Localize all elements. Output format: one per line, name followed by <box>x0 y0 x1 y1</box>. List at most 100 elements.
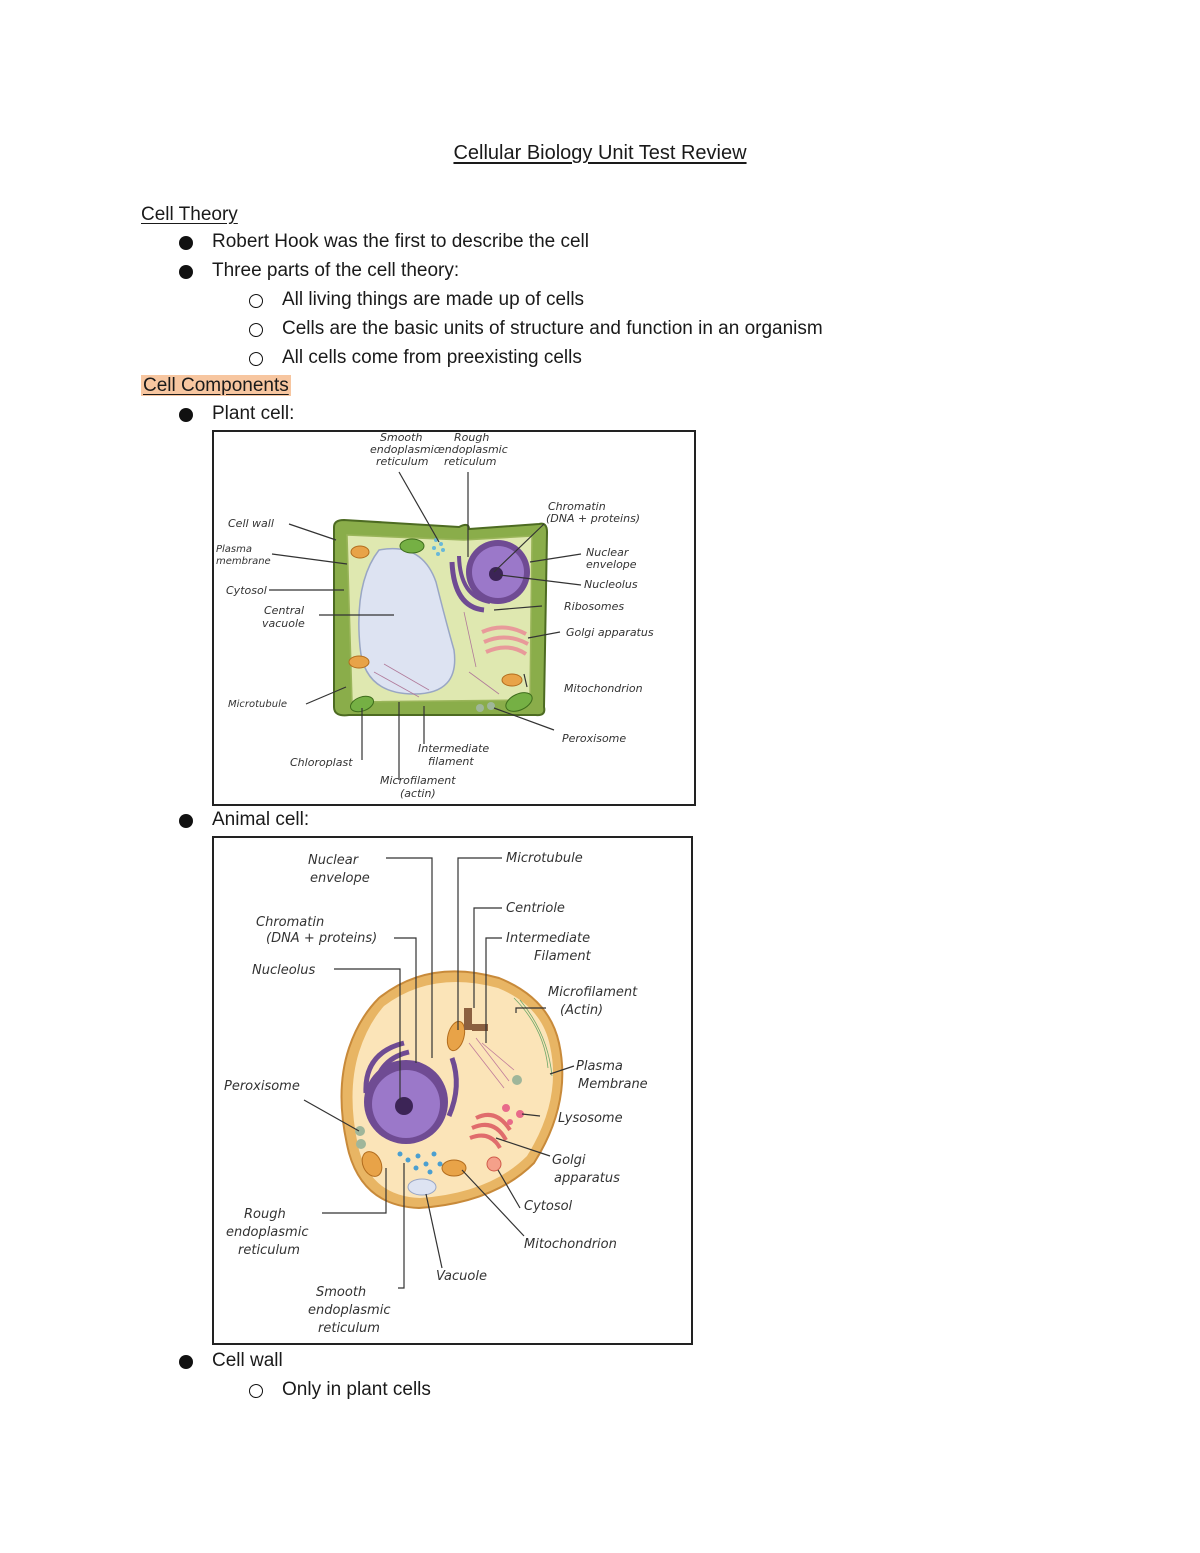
label-rough-er: Rough <box>454 432 489 444</box>
bullet-icon <box>179 1355 193 1369</box>
document-title: Cellular Biology Unit Test Review <box>453 142 747 164</box>
label-chromatin: (DNA + proteins) <box>546 512 640 525</box>
golgi-apparatus <box>481 625 529 656</box>
label-plasma-membrane: Plasma <box>216 544 252 555</box>
animal-cell-diagram: Nuclear envelope Microtubule Centriole C… <box>224 851 648 1336</box>
mitochondrion <box>348 655 370 669</box>
label-microfilament: (actin) <box>400 787 436 800</box>
lysosome <box>502 1104 510 1112</box>
list-item-text: All cells come from preexisting cells <box>282 347 582 368</box>
label-golgi: Golgi <box>552 1153 586 1168</box>
label-lysosome: Lysosome <box>558 1111 623 1126</box>
label-peroxisome: Peroxisome <box>562 732 626 745</box>
label-nucleolus: Nucleolus <box>252 963 316 978</box>
label-microtubule: Microtubule <box>228 699 287 710</box>
smooth-er-dots <box>397 1151 443 1175</box>
label-microtubule: Microtubule <box>506 851 583 866</box>
chloroplast <box>505 692 533 712</box>
label-plasma-membrane: membrane <box>216 556 271 567</box>
label-nucleolus: Nucleolus <box>584 578 638 591</box>
label-chromatin: Chromatin <box>548 500 606 513</box>
label-nuclear-envelope: Nuclear <box>308 853 360 868</box>
bullet-icon <box>179 265 193 279</box>
mitochondrion <box>446 1020 466 1052</box>
microfilaments <box>513 997 553 1077</box>
label-smooth-er: reticulum <box>376 455 428 468</box>
plant-cell-figure: Smooth endoplasmic reticulum Rough endop… <box>212 430 696 806</box>
label-rough-er: reticulum <box>444 455 496 468</box>
section-heading-cell-theory: Cell Theory <box>141 204 238 225</box>
label-centriole: Centriole <box>506 901 565 916</box>
label-vacuole: Vacuole <box>436 1269 487 1284</box>
lysosome <box>507 1119 513 1125</box>
label-microfilament: Microfilament <box>380 774 456 787</box>
list-item: Animal cell: <box>179 807 309 833</box>
label-nuclear-envelope: envelope <box>310 871 370 886</box>
list-item: Three parts of the cell theory: <box>179 258 460 284</box>
sub-list-item: Only in plant cells <box>249 1377 431 1403</box>
bullet-icon <box>179 814 193 828</box>
label-smooth-er: Smooth <box>380 432 422 444</box>
hollow-bullet-icon <box>249 294 263 308</box>
label-peroxisome: Peroxisome <box>224 1079 300 1094</box>
microfilaments <box>373 611 500 698</box>
section-heading-cell-components: Cell Components <box>141 373 291 399</box>
label-intermediate-filament: filament <box>428 755 474 768</box>
label-cytosol: Cytosol <box>226 584 267 597</box>
chloroplast <box>349 695 375 713</box>
peroxisome <box>476 704 484 712</box>
list-item: Robert Hook was the first to describe th… <box>179 229 590 255</box>
hollow-bullet-icon <box>249 352 263 366</box>
plant-cell-diagram: Smooth endoplasmic reticulum Rough endop… <box>216 431 654 800</box>
list-item-text: Only in plant cells <box>282 1379 431 1400</box>
central-vacuole <box>358 548 456 695</box>
label-central-vacuole: vacuole <box>262 617 305 630</box>
lysosome <box>516 1110 524 1118</box>
label-mitochondrion: Mitochondrion <box>564 682 643 695</box>
animal-cell-figure: Nuclear envelope Microtubule Centriole C… <box>212 836 693 1345</box>
rough-er <box>449 561 485 613</box>
label-chromatin: Chromatin <box>256 915 324 930</box>
mitochondrion <box>350 545 370 559</box>
list-item-text: Cells are the basic units of structure a… <box>282 318 823 339</box>
label-cytosol: Cytosol <box>524 1199 573 1214</box>
sub-list-item: All cells come from preexisting cells <box>249 345 582 371</box>
hollow-bullet-icon <box>249 1384 263 1398</box>
label-central-vacuole: Central <box>264 604 304 617</box>
label-smooth-er: endoplasmic <box>308 1303 390 1318</box>
mitochondrion <box>501 673 523 687</box>
leader-lines <box>269 471 582 780</box>
nucleolus <box>395 1097 413 1115</box>
mitochondrion <box>361 1151 383 1177</box>
label-ribosomes: Ribosomes <box>564 600 624 613</box>
label-chromatin: (DNA + proteins) <box>266 931 377 946</box>
label-golgi: Golgi apparatus <box>566 626 654 639</box>
list-item-text: Cell wall <box>212 1350 283 1371</box>
label-plasma-membrane: Plasma <box>576 1059 623 1074</box>
label-nuclear-envelope: Nuclear <box>586 546 630 559</box>
peroxisome <box>355 1126 365 1136</box>
list-item: Plant cell: <box>179 401 294 427</box>
animal-cytoplasm <box>352 982 554 1198</box>
label-chloroplast: Chloroplast <box>290 756 353 769</box>
label-cell-wall: Cell wall <box>228 517 274 530</box>
label-intermediate-filament: Intermediate <box>506 931 590 946</box>
bullet-icon <box>179 236 193 250</box>
list-item-text: All living things are made up of cells <box>282 289 585 310</box>
peroxisome <box>512 1075 522 1085</box>
label-intermediate-filament: Filament <box>534 949 592 964</box>
label-smooth-er: reticulum <box>318 1321 380 1336</box>
mitochondrion <box>441 1159 467 1177</box>
bullet-icon <box>179 408 193 422</box>
peroxisome <box>487 702 495 710</box>
sub-list-item: Cells are the basic units of structure a… <box>249 316 823 342</box>
list-item-text: Three parts of the cell theory: <box>212 260 460 281</box>
label-microfilament: (Actin) <box>560 1003 603 1018</box>
peroxisome <box>356 1139 366 1149</box>
label-rough-er: endoplasmic <box>438 443 508 456</box>
golgi-apparatus <box>469 1113 512 1150</box>
highlighted-heading-text: Cell Components <box>141 375 291 396</box>
vacuole <box>407 1178 437 1196</box>
label-intermediate-filament: Intermediate <box>418 742 489 755</box>
list-item-text: Robert Hook was the first to describe th… <box>212 231 590 252</box>
